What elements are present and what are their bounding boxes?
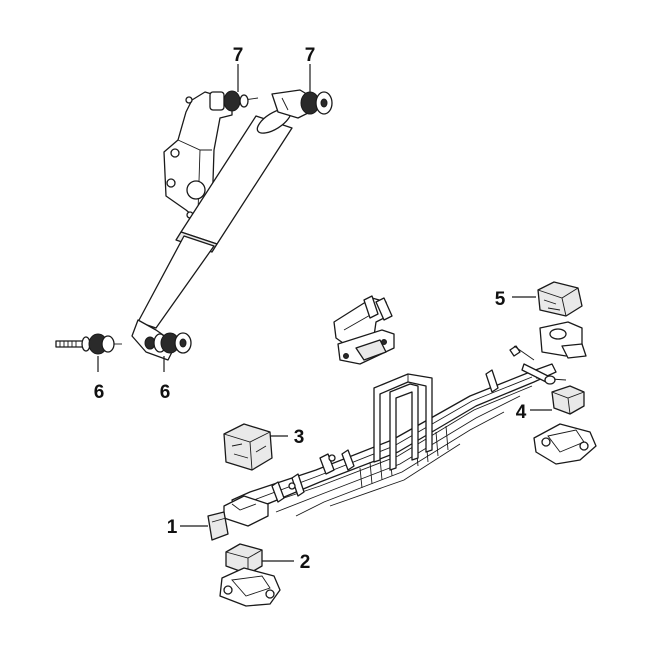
callout-5: 5 <box>495 289 506 310</box>
top-eye-bush <box>271 89 333 119</box>
callout-numbers: 7 7 6 6 5 4 3 1 2 <box>94 45 527 573</box>
spring-front-eye <box>509 321 587 385</box>
callout-leaders <box>97 64 552 562</box>
part-3-bump-stop <box>223 423 273 471</box>
callout-7-bracket: 7 <box>233 45 244 66</box>
part-1-rubber-pad <box>207 511 229 541</box>
callout-1: 1 <box>167 517 178 538</box>
bracket-upper-bush <box>209 90 259 112</box>
callout-6-shock-eye: 6 <box>160 382 171 403</box>
part-4-rubber-block <box>533 385 597 465</box>
callout-7-shock-eye: 7 <box>305 45 316 66</box>
spring-clips <box>271 369 499 503</box>
upper-mounting-bracket <box>163 91 233 221</box>
upper-mounting-plate <box>333 295 395 365</box>
callout-4: 4 <box>516 402 527 423</box>
lower-mounting-bolt <box>55 333 122 355</box>
callout-3: 3 <box>294 427 305 448</box>
part-2-rubber-block <box>219 543 281 607</box>
u-bolts <box>373 373 433 471</box>
shock-absorber-assembly <box>55 89 333 361</box>
lower-eye-bush <box>153 332 192 354</box>
leaf-spring-assembly <box>207 281 597 607</box>
callout-6-bolt: 6 <box>94 382 105 403</box>
part-5-rubber-block <box>537 281 583 317</box>
shock-absorber-body <box>131 108 293 361</box>
callout-2: 2 <box>300 552 311 573</box>
